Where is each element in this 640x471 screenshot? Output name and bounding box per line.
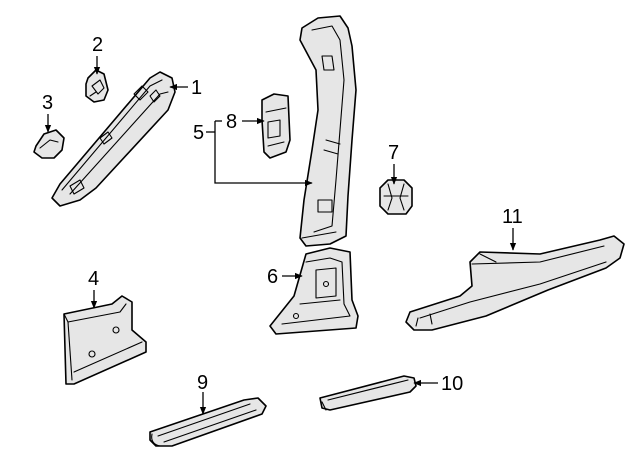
callout-2: 2 xyxy=(92,34,103,56)
part-1-windshield-pillar-trim xyxy=(51,71,176,207)
leader-lines xyxy=(44,56,517,415)
callout-labels: 1 2 3 4 5 6 7 8 9 10 11 xyxy=(42,34,523,395)
part-7-retainer-clip xyxy=(379,179,413,215)
callout-7: 7 xyxy=(388,142,399,164)
part-10-rear-scuff-plate xyxy=(319,375,417,411)
part-9-scuff-plate xyxy=(149,397,267,447)
part-4-quarter-trim xyxy=(63,295,147,385)
callout-10: 10 xyxy=(441,373,463,395)
leader-5 xyxy=(214,132,313,187)
part-3-cap xyxy=(33,129,65,159)
callout-3: 3 xyxy=(42,92,53,114)
part-6-center-pillar-lower xyxy=(269,247,359,335)
part-11-sill-trim xyxy=(405,235,625,331)
callout-4: 4 xyxy=(88,268,99,290)
callout-5: 5 xyxy=(193,122,204,144)
callout-1: 1 xyxy=(191,77,202,99)
part-8-belt-cover xyxy=(261,93,291,159)
callout-8: 8 xyxy=(226,111,237,133)
part-2-clip xyxy=(85,69,109,103)
callout-11: 11 xyxy=(502,206,523,228)
callout-6: 6 xyxy=(267,266,278,288)
callout-9: 9 xyxy=(197,372,208,394)
part-5-center-pillar-upper xyxy=(299,15,357,247)
